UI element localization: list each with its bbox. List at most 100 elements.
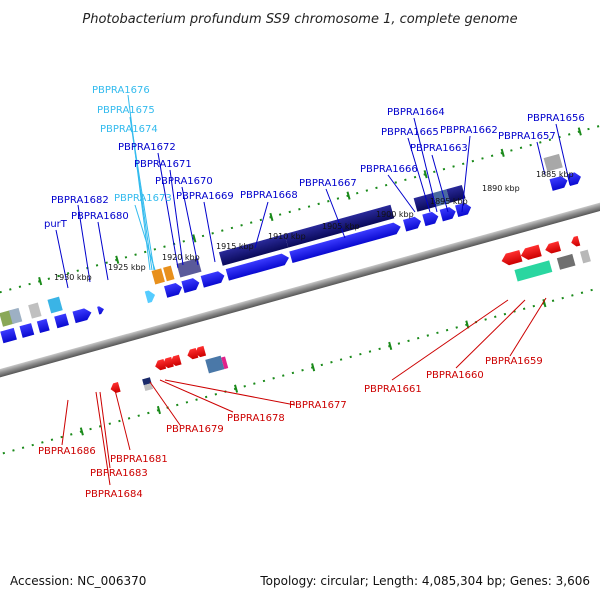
reverse-strand-genes[interactable] [104,232,593,400]
gene-feature[interactable] [514,260,553,282]
gene-label[interactable]: PBPRA1656 [527,113,585,124]
gene-feature[interactable] [164,282,184,298]
gene-feature[interactable] [570,235,581,248]
gene-feature[interactable] [54,313,69,329]
gene-label[interactable]: PBPRA1665 [381,127,439,138]
inner-ruler [0,273,600,457]
accession-text: Accession: NC_006370 [10,574,146,588]
gene-label[interactable]: PBPRA1681 [110,454,168,465]
gene-feature[interactable] [500,249,523,267]
gene-label[interactable]: PBPRA1673 [114,193,172,204]
gene-feature[interactable] [162,356,174,369]
scale-label: 1910 kbp [268,232,306,241]
gene-feature[interactable] [519,244,542,262]
reverse-gene-labels: PBPRA1659 PBPRA1660 PBPRA1661 PBPRA1677 … [38,356,543,500]
gene-label[interactable]: PBPRA1675 [97,105,155,116]
gene-feature[interactable] [544,241,562,255]
gene-feature[interactable] [142,377,152,386]
scale-label: 1885 kbp [536,170,574,179]
gene-feature[interactable] [455,201,473,218]
chromosome-backbone [0,189,600,391]
gene-feature[interactable] [163,265,175,282]
gene-label[interactable]: PBPRA1667 [299,178,357,189]
gene-label[interactable]: PBPRA1663 [410,143,468,154]
gene-feature[interactable] [181,277,201,293]
gene-feature[interactable] [284,204,395,248]
gene-label[interactable]: PBPRA1666 [360,164,418,175]
scale-label: 1930 kbp [54,273,92,282]
gene-feature[interactable] [28,302,42,319]
gene-feature[interactable] [151,268,165,285]
gene-feature[interactable] [72,307,93,324]
gene-feature[interactable] [432,189,451,207]
genome-summary-text: Topology: circular; Length: 4,085,304 bp… [259,574,590,588]
gene-label[interactable]: PBPRA1678 [227,413,285,424]
gene-feature[interactable] [566,171,583,187]
gene-label[interactable]: purT [44,219,68,230]
scale-label: 1895 kbp [430,197,468,206]
gene-feature[interactable] [403,215,423,232]
gene-label[interactable]: PBPRA1674 [100,124,158,135]
gene-label[interactable]: PBPRA1683 [90,468,148,479]
gene-label[interactable]: PBPRA1664 [387,107,445,118]
red-leader-lines [61,297,547,486]
scale-label: 1915 kbp [216,242,254,251]
gene-label[interactable]: PBPRA1684 [85,489,143,500]
gene-label[interactable]: PBPRA1660 [426,370,484,381]
gene-feature[interactable] [97,305,105,315]
gene-feature[interactable] [19,323,35,338]
gene-feature[interactable] [169,354,182,367]
gene-feature[interactable] [47,296,63,314]
gene-feature[interactable] [143,383,154,391]
gene-feature[interactable] [218,234,289,266]
genome-track [0,123,600,457]
gene-feature[interactable] [439,206,458,222]
gene-feature[interactable] [109,381,121,394]
gene-feature[interactable] [225,252,291,281]
blue-leader-lines [55,117,571,289]
gene-feature[interactable] [289,221,402,264]
gene-label[interactable]: PBPRA1661 [364,384,422,395]
gene-feature[interactable] [221,356,229,370]
gene-label[interactable]: PBPRA1662 [440,125,498,136]
scale-labels: 1885 kbp 1890 kbp 1895 kbp 1900 kbp 1905… [54,170,574,282]
gene-label[interactable]: PBPRA1672 [118,142,176,153]
gene-label[interactable]: PBPRA1668 [240,190,298,201]
gene-feature[interactable] [422,211,440,227]
forward-strand-genes[interactable] [0,171,583,344]
gene-label[interactable]: PBPRA1677 [289,400,347,411]
gene-feature[interactable] [186,347,199,360]
gene-label[interactable]: PBPRA1682 [51,195,109,206]
gene-label[interactable]: PBPRA1680 [71,211,129,222]
gene-feature[interactable] [413,192,437,212]
map-title: Photobacterium profundum SS9 chromosome … [82,12,517,27]
gene-label[interactable]: PBPRA1676 [92,85,150,96]
gene-feature[interactable] [8,307,23,325]
gene-label[interactable]: PBPRA1657 [498,131,556,142]
forward-strand-row2[interactable] [0,153,564,327]
gene-feature[interactable] [549,175,569,191]
outer-major-ticks [38,127,582,286]
gene-feature[interactable] [154,358,167,371]
scale-label: 1920 kbp [162,253,200,262]
gene-feature[interactable] [36,318,50,334]
gene-feature[interactable] [556,253,576,270]
gene-feature[interactable] [194,345,207,358]
gene-feature[interactable] [200,270,226,288]
gene-label[interactable]: PBPRA1670 [155,176,213,187]
gene-feature[interactable] [579,249,591,264]
forward-gene-labels: PBPRA1656 PBPRA1657 PBPRA1662 PBPRA1663 … [44,85,585,230]
scale-label: 1905 kbp [322,222,360,231]
gene-feature[interactable] [205,355,225,374]
gene-label[interactable]: PBPRA1659 [485,356,543,367]
gene-feature[interactable] [446,184,466,203]
gene-feature[interactable] [0,327,17,344]
gene-label[interactable]: PBPRA1686 [38,446,96,457]
gene-feature[interactable] [144,289,157,304]
cyan-leader-lines [127,94,156,271]
gene-feature[interactable] [543,153,563,172]
gene-label[interactable]: PBPRA1669 [176,191,234,202]
gene-label[interactable]: PBPRA1671 [134,159,192,170]
gene-label[interactable]: PBPRA1679 [166,424,224,435]
